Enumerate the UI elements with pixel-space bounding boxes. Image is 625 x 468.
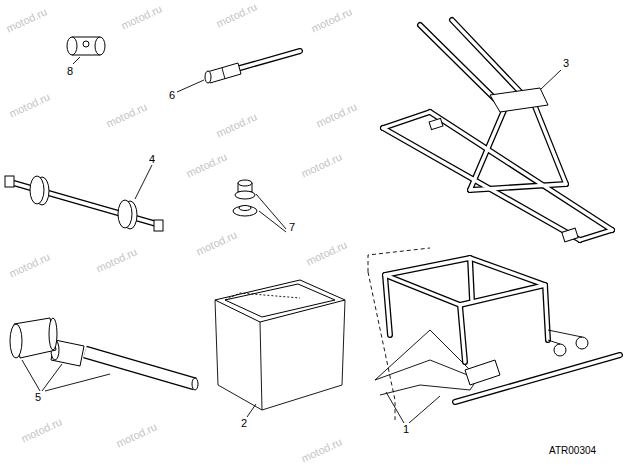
watermark: motod.ru [305, 239, 349, 267]
watermark: motod.ru [95, 246, 139, 274]
watermark: motod.ru [195, 229, 239, 257]
watermark: motod.ru [20, 416, 64, 444]
callout-number: 3 [562, 58, 570, 69]
watermark: motod.ru [105, 101, 149, 129]
watermark: motod.ru [8, 91, 52, 119]
callout-number: 2 [240, 418, 248, 429]
callout-number: 5 [34, 392, 42, 403]
watermark: motod.ru [310, 6, 354, 34]
watermark: motod.ru [120, 3, 164, 31]
drift-rod [177, 51, 300, 92]
watermark: motod.ru [300, 436, 344, 464]
watermark: motod.ru [115, 421, 159, 449]
callout-number: 6 [168, 90, 176, 101]
watermark: motod.ru [8, 251, 52, 279]
watermark: motod.ru [185, 151, 229, 179]
callout-number: 4 [148, 154, 156, 165]
bearing-puller [5, 165, 163, 231]
bush-drift-set [10, 318, 198, 391]
stand-frame [383, 20, 612, 242]
callout-number: 7 [288, 222, 296, 233]
watermark: motod.ru [315, 101, 359, 129]
watermark: motod.ru [215, 111, 259, 139]
watermark: motod.ru [300, 151, 344, 179]
callout-number: 8 [66, 66, 74, 77]
figure-code: ATR00304 [548, 446, 597, 456]
watermark: motod.ru [5, 6, 49, 34]
adapters [233, 180, 286, 232]
watermark: motod.ru [215, 1, 259, 29]
callout-number: 1 [402, 424, 410, 435]
lift-jack [368, 248, 620, 423]
sleeve-tool [67, 37, 105, 64]
tray [215, 280, 345, 417]
